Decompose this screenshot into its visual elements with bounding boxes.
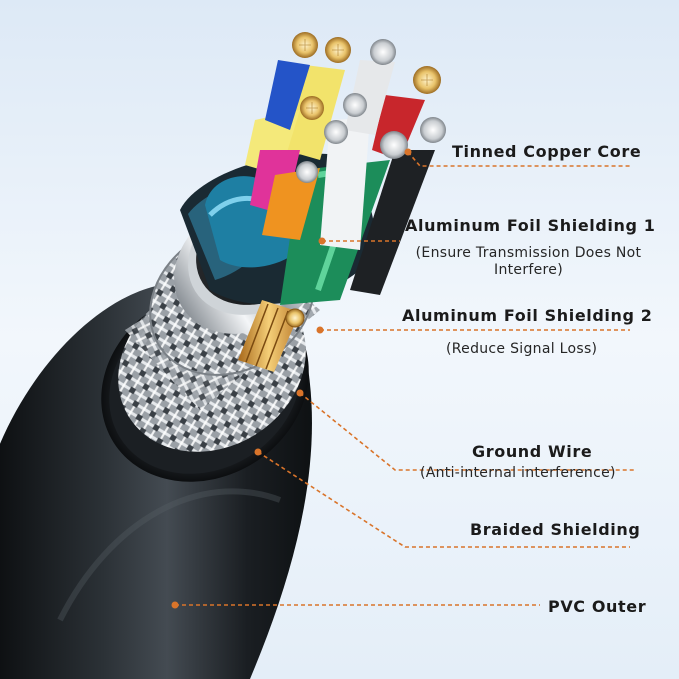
label-ground-wire: Ground Wire [472, 442, 593, 461]
leader-lines [175, 151, 635, 606]
label-pvc-outer: PVC Outer [548, 597, 647, 616]
leader-ground-wire [299, 392, 635, 471]
label-aluminum-foil-shielding-1-subtitle: (Ensure Transmission Does Not Interfere) [415, 245, 642, 278]
twisted-pair-wires [205, 60, 435, 305]
label-ground-wire-subtitle: (Anti-internal interference) [420, 465, 616, 481]
ground-wire [238, 300, 305, 372]
label-aluminum-foil-shielding-2-subtitle: (Reduce Signal Loss) [446, 341, 598, 357]
leader-dots [171, 148, 412, 609]
label-aluminum-foil-shielding-2: Aluminum Foil Shielding 2 [402, 306, 653, 325]
label-aluminum-foil-shielding-1: Aluminum Foil Shielding 1 [405, 216, 656, 235]
leader-braided-shielding [257, 451, 630, 548]
label-tinned-copper-core: Tinned Copper Core [452, 142, 642, 161]
tinned-copper-core-ends [292, 32, 446, 183]
label-braided-shielding: Braided Shielding [470, 520, 641, 539]
